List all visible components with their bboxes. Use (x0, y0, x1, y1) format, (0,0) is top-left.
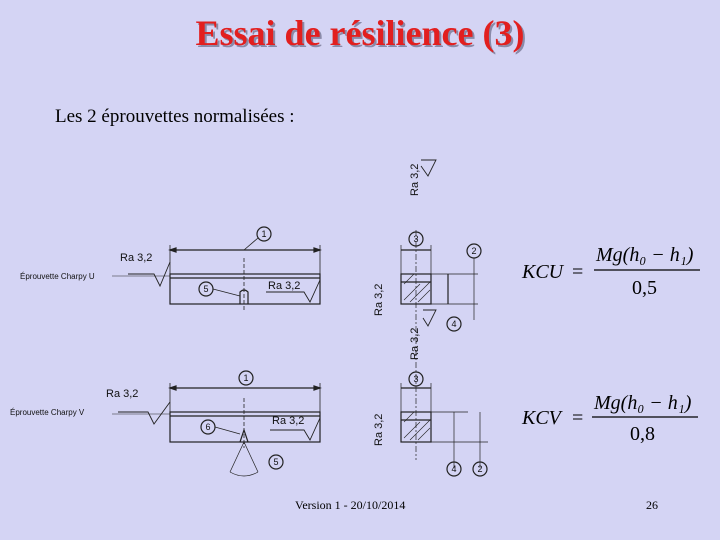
callout-3-v (408, 371, 424, 387)
ra-section-top: Ra 3,2 (409, 164, 421, 196)
svg-text:2: 2 (471, 246, 476, 256)
svg-text:1: 1 (243, 373, 248, 383)
slide-subtitle: Les 2 éprouvettes normalisées : (55, 106, 295, 127)
svg-text:6: 6 (205, 422, 210, 432)
ra-section-u-left: Ra 3,2 (373, 284, 385, 316)
formula-kcu: KCU = Mg(h₀ − h₁) 0,5 (521, 244, 700, 299)
svg-text:=: = (572, 407, 583, 429)
svg-text:=: = (572, 261, 583, 283)
svg-text:1: 1 (261, 229, 266, 239)
ra-section-v-left: Ra 3,2 (373, 414, 385, 446)
charpy-u-bar (169, 273, 321, 305)
callout-4-v (446, 461, 462, 477)
charpy-v-section (400, 411, 432, 443)
callout-3-u (408, 231, 424, 247)
svg-text:2: 2 (477, 464, 482, 474)
callout-2-v (472, 461, 488, 477)
slide-title: Essai de résilience (3) (195, 13, 525, 53)
page-number: 26 (646, 498, 658, 512)
ra-v-notch: Ra 3,2 (272, 415, 304, 427)
svg-text:5: 5 (273, 457, 278, 467)
ra-section-mid: Ra 3,2 (409, 328, 421, 360)
kcv-numerator: Mg(h₀ − h₁) (593, 392, 692, 414)
callout-5-v (268, 454, 284, 470)
kcu-numerator: Mg(h₀ − h₁) (595, 244, 694, 266)
footer-version: Version 1 - 20/10/2014 (295, 498, 406, 512)
svg-text:3: 3 (413, 374, 418, 384)
label-charpy-v: Éprouvette Charpy V (10, 408, 85, 417)
charpy-specimens-drawing: Éprouvette Charpy U Éprouvette Charpy V … (10, 159, 488, 477)
callout-4-u (446, 316, 462, 332)
svg-text:4: 4 (451, 319, 456, 329)
callout-1-v (238, 370, 254, 386)
kcv-denominator: 0,8 (630, 423, 655, 445)
ra-v-top: Ra 3,2 (106, 388, 138, 400)
kcv-lhs: KCV (521, 407, 564, 429)
kcu-denominator: 0,5 (632, 277, 657, 299)
ra-u-top: Ra 3,2 (120, 252, 152, 264)
charpy-v-bar (169, 411, 321, 443)
kcu-lhs: KCU (521, 261, 565, 283)
svg-text:4: 4 (451, 464, 456, 474)
label-charpy-u: Éprouvette Charpy U (20, 272, 95, 281)
svg-text:3: 3 (413, 234, 418, 244)
callout-1-u (256, 226, 272, 242)
formula-kcv: KCV = Mg(h₀ − h₁) 0,8 (521, 392, 698, 445)
ra-u-notch: Ra 3,2 (268, 280, 300, 292)
svg-text:5: 5 (203, 284, 208, 294)
